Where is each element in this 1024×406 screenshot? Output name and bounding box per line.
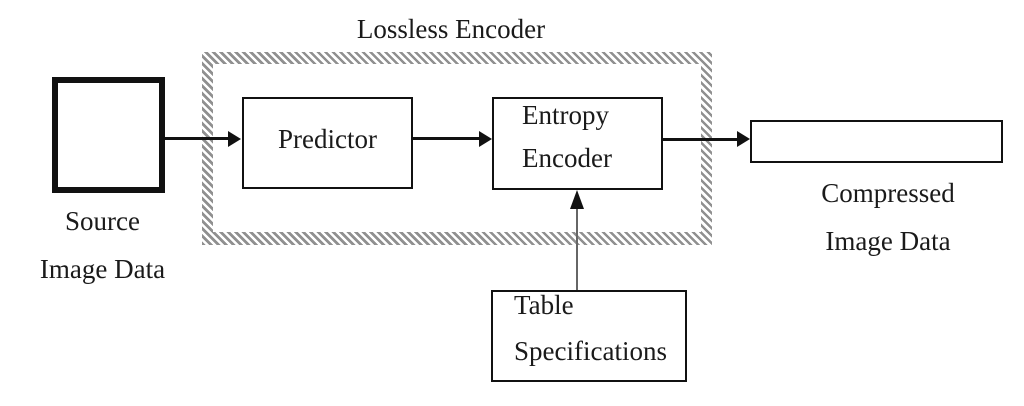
compressed-data-label: Compressed Image Data — [768, 169, 1008, 265]
source-image-box — [52, 77, 165, 193]
arrow-table-to-entropy-line — [576, 207, 578, 290]
table-specifications-label: Table Specifications — [514, 282, 685, 374]
arrow-entropy-to-compressed-line — [663, 138, 737, 141]
table-specifications-label-line1: Table — [514, 290, 574, 320]
table-specifications-box: Table Specifications — [491, 290, 687, 382]
compressed-data-label-line2: Image Data — [825, 226, 951, 256]
arrow-source-to-predictor-line — [165, 137, 229, 140]
source-image-label: Source Image Data — [25, 197, 180, 293]
compressed-data-box — [750, 120, 1003, 163]
diagram-title: Lossless Encoder — [356, 14, 546, 44]
source-image-label-line2: Image Data — [39, 254, 166, 284]
table-specifications-label-line2: Specifications — [514, 336, 667, 366]
compressed-data-label-line1: Compressed — [821, 178, 955, 208]
predictor-box: Predictor — [242, 97, 413, 189]
predictor-label: Predictor — [278, 123, 377, 154]
source-image-label-line1: Source — [65, 206, 140, 236]
entropy-encoder-label-line1: Entropy — [522, 100, 609, 130]
arrow-entropy-to-compressed-head-icon — [737, 131, 750, 147]
entropy-encoder-label: Entropy Encoder — [522, 94, 661, 180]
arrow-predictor-to-entropy-line — [413, 137, 479, 140]
arrow-table-to-entropy-head-icon — [570, 190, 584, 209]
arrow-source-to-predictor-head-icon — [228, 131, 241, 147]
entropy-encoder-box: Entropy Encoder — [492, 97, 663, 190]
entropy-encoder-label-line2: Encoder — [522, 143, 612, 173]
arrow-predictor-to-entropy-head-icon — [479, 131, 492, 147]
